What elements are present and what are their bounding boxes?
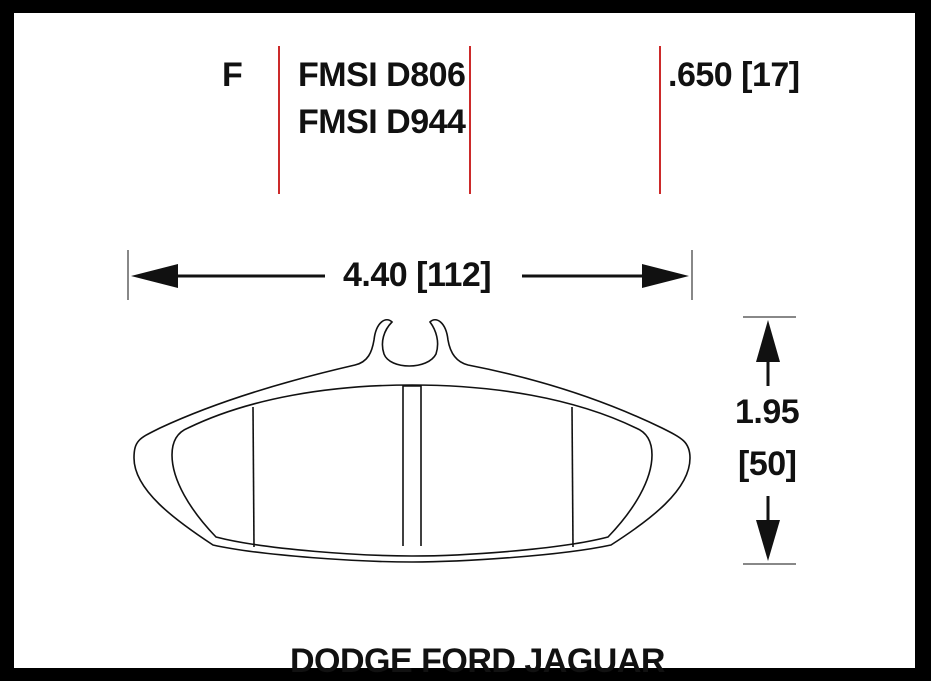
arrow-right-icon [642,264,689,288]
pad-outline [133,318,691,563]
arrow-up-icon [756,320,780,362]
divider-line-3 [659,46,661,194]
height-dimension-inches: 1.95 [735,393,800,431]
divider-line-1 [278,46,280,194]
arrow-down-icon [756,520,780,561]
width-dimension-line [127,250,693,300]
position-label: F [222,56,243,94]
height-dimension-mm: [50] [738,445,797,483]
divider-line-2 [469,46,471,194]
fmsi-number-2: FMSI D944 [298,103,466,141]
thickness-label: .650 [17] [668,56,800,94]
height-dimension-line [743,316,796,565]
arrow-left-icon [131,264,178,288]
width-dimension-label: 4.40 [112] [343,256,492,294]
fmsi-number-1: FMSI D806 [298,56,466,94]
